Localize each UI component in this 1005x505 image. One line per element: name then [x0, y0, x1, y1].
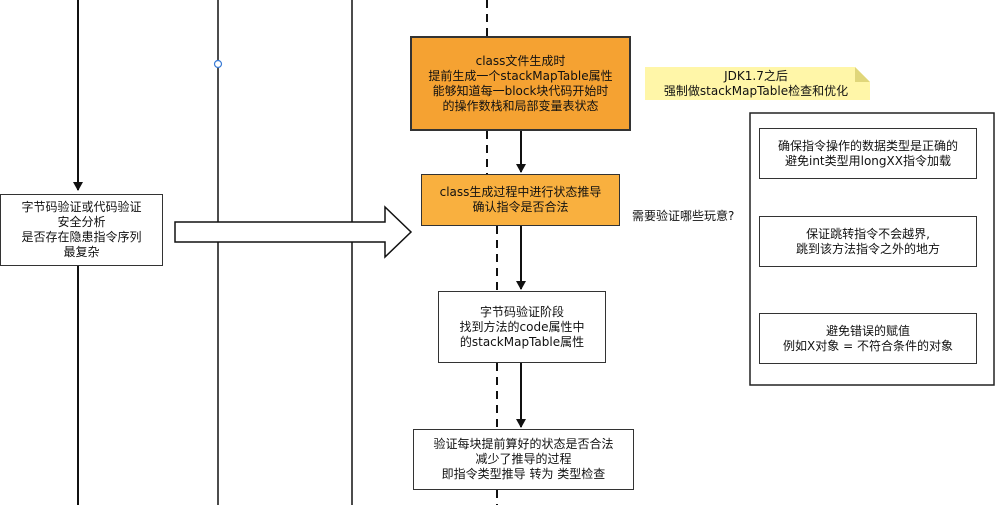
check-2-line-1: 保证跳转指令不会越界, [806, 226, 930, 241]
check-3-line-2: 例如X对象 = 不符合条件的对象 [783, 338, 953, 353]
check-1-line-1: 确保指令操作的数据类型是正确的 [777, 138, 958, 153]
verify-stage-line-3: 的stackMapTable属性 [459, 334, 585, 349]
note-line-2: 强制做stackMapTable检查和优化 [663, 83, 849, 98]
verify-each-block-box: 验证每块提前算好的状态是否合法 减少了推导的过程 即指令类型推导 转为 类型检查 [413, 429, 634, 490]
check-2-line-2: 跳到该方法指令之外的地方 [795, 241, 940, 256]
class-gen-line-1: class文件生成时 [475, 53, 566, 68]
check-box-type-correct: 确保指令操作的数据类型是正确的 避免int类型用longXX指令加载 [759, 128, 977, 179]
left-box-line-1: 字节码验证或代码验证 [21, 200, 142, 214]
left-box-line-4: 最复杂 [63, 245, 100, 259]
question-label: 需要验证哪些玩意? [632, 209, 735, 223]
class-gen-line-3: 能够知道每一block块代码开始时 [432, 83, 609, 98]
state-inference-box: class生成过程中进行状态推导 确认指令是否合法 [421, 174, 620, 226]
verify-stage-line-2: 找到方法的code属性中 [459, 319, 585, 334]
verify-each-line-2: 减少了推导的过程 [475, 452, 572, 466]
bytecode-verify-stage-box: 字节码验证阶段 找到方法的code属性中 的stackMapTable属性 [438, 291, 606, 363]
class-generation-box: class文件生成时 提前生成一个stackMapTable属性 能够知道每一b… [410, 36, 631, 131]
check-1-line-2: 避免int类型用longXX指令加载 [784, 153, 951, 168]
note-shape [645, 67, 870, 100]
check-box-jump-bounds: 保证跳转指令不会越界, 跳到该方法指令之外的地方 [759, 216, 977, 267]
class-gen-line-4: 的操作数栈和局部变量表状态 [442, 98, 599, 113]
check-3-line-1: 避免错误的赋值 [825, 323, 910, 338]
left-verification-box: 字节码验证或代码验证 安全分析 是否存在隐患指令序列 最复杂 [0, 194, 163, 266]
note-line-1: JDK1.7之后 [724, 68, 788, 83]
big-hollow-arrow [174, 205, 413, 259]
left-box-line-3: 是否存在隐患指令序列 [21, 230, 142, 244]
check-box-assignment: 避免错误的赋值 例如X对象 = 不符合条件的对象 [759, 313, 977, 364]
class-gen-line-2: 提前生成一个stackMapTable属性 [428, 68, 613, 83]
state-infer-line-1: class生成过程中进行状态推导 [439, 185, 602, 199]
jdk-note: JDK1.7之后 强制做stackMapTable检查和优化 [645, 67, 867, 100]
state-infer-line-2: 确认指令是否合法 [472, 200, 569, 214]
verify-each-line-3: 即指令类型推导 转为 类型检查 [441, 467, 606, 481]
verify-each-line-1: 验证每块提前算好的状态是否合法 [433, 437, 614, 451]
verify-stage-line-1: 字节码验证阶段 [479, 304, 564, 319]
left-box-line-2: 安全分析 [57, 215, 106, 229]
